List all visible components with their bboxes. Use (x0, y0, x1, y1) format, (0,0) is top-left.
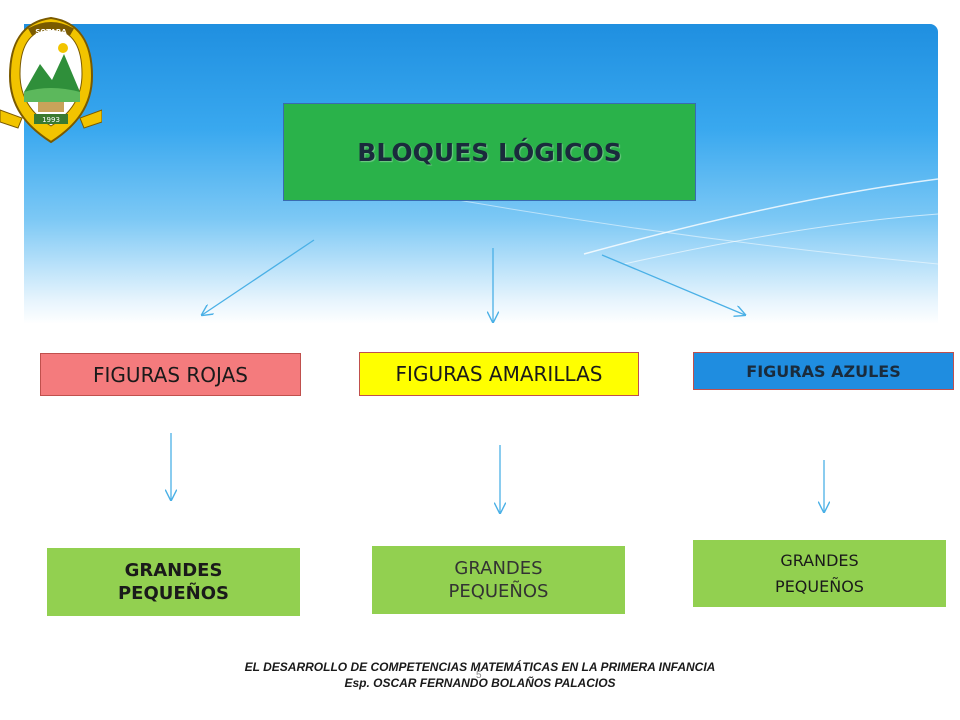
title-text: BLOQUES LÓGICOS (357, 137, 622, 167)
arrow-to-azules (601, 254, 745, 315)
size-label-grandes: GRANDES (454, 558, 543, 579)
page-number: 5 (476, 670, 482, 681)
size-label-grandes: GRANDES (780, 550, 859, 570)
category-label: FIGURAS AZULES (746, 361, 901, 381)
category-box-rojas: FIGURAS ROJAS (40, 353, 301, 396)
size-box-amarillas: GRANDES PEQUEÑOS (372, 546, 625, 614)
category-box-azules: FIGURAS AZULES (693, 352, 954, 390)
footer-line-1: EL DESARROLLO DE COMPETENCIAS MATEMÁTICA… (244, 660, 716, 674)
category-label: FIGURAS ROJAS (93, 362, 248, 387)
arrow-to-rojas (202, 239, 315, 315)
background-swoosh (423, 178, 938, 265)
size-label-pequenos: PEQUEÑOS (117, 583, 230, 604)
title-box: BLOQUES LÓGICOS (283, 103, 696, 201)
size-label-pequenos: PEQUEÑOS (775, 576, 864, 596)
municipal-seal-icon: SOTARA 1993 (0, 16, 102, 144)
category-label: FIGURAS AMARILLAS (395, 362, 603, 386)
size-box-rojas: GRANDES PEQUEÑOS (47, 548, 300, 616)
size-box-azules: GRANDES PEQUEÑOS (693, 540, 946, 607)
seal-year: 1993 (42, 116, 60, 124)
footer-line-2: Esp. OSCAR FERNANDO BOLAÑOS PALACIOS (344, 676, 616, 690)
seal-top-text: SOTARA (35, 28, 67, 36)
category-box-amarillas: FIGURAS AMARILLAS (359, 352, 639, 396)
size-label-pequenos: PEQUEÑOS (448, 581, 549, 602)
size-label-grandes: GRANDES (124, 560, 223, 581)
